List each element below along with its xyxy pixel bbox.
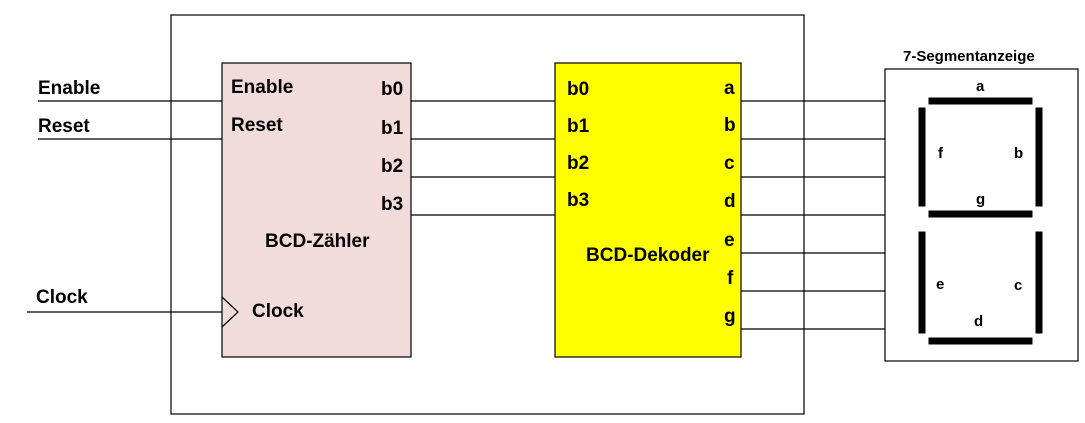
- counter-reset-label: Reset: [231, 115, 283, 136]
- counter-output-b1: b1: [381, 118, 404, 139]
- display-label-a: a: [976, 78, 985, 95]
- decoder-input-b0: b0: [567, 79, 589, 100]
- input-label-enable: Enable: [38, 78, 100, 99]
- display-label-g: g: [976, 191, 985, 208]
- display-label-d: d: [974, 313, 983, 330]
- decoder-input-b2: b2: [567, 153, 589, 174]
- decoder-output-e: e: [724, 230, 735, 251]
- decoder-input-b3: b3: [567, 190, 589, 211]
- counter-clock-label: Clock: [252, 301, 304, 322]
- counter-title: BCD-Zähler: [265, 231, 370, 252]
- decoder-block: [554, 62, 742, 358]
- counter-block: [221, 62, 412, 358]
- decoder-output-b: b: [724, 115, 736, 136]
- counter-output-b0: b0: [381, 79, 403, 100]
- input-label-reset: Reset: [38, 116, 90, 137]
- input-label-clock: Clock: [36, 287, 88, 308]
- clock-triangle: [221, 296, 239, 328]
- display-label-c: c: [1014, 277, 1022, 294]
- counter-enable-label: Enable: [231, 77, 293, 98]
- decoder-output-a: a: [724, 78, 735, 99]
- display-label-b: b: [1014, 145, 1023, 162]
- decoder-output-c: c: [724, 153, 735, 174]
- display-title: 7-Segmentanzeige: [903, 48, 1035, 65]
- counter-output-b3: b3: [381, 194, 403, 215]
- decoder-output-g: g: [724, 306, 736, 327]
- decoder-input-b1: b1: [567, 116, 590, 137]
- decoder-title: BCD-Dekoder: [586, 245, 710, 266]
- decoder-output-f: f: [727, 268, 734, 289]
- display-label-f: f: [938, 145, 944, 162]
- display-label-e: e: [936, 276, 944, 293]
- counter-output-b2: b2: [381, 156, 403, 177]
- decoder-output-d: d: [724, 191, 736, 212]
